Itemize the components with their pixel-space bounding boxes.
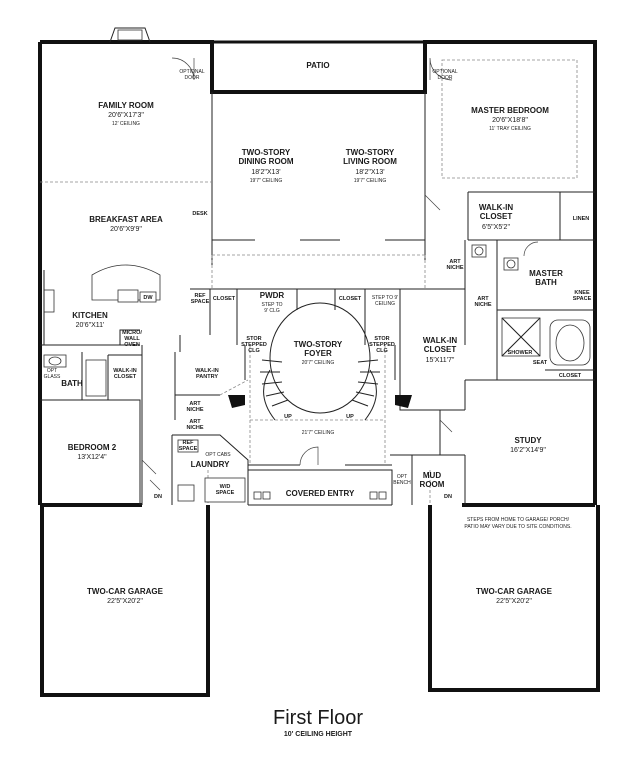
entry-pillars — [253, 491, 387, 500]
door-swings — [141, 57, 539, 491]
dining-room-dims: 18'2"X13' — [251, 169, 280, 176]
floor-title: First Floor — [273, 707, 363, 729]
study-dims: 16'2"X14'9" — [510, 447, 546, 454]
dn-left-note: DN — [154, 494, 162, 500]
desk-note: DESK — [192, 211, 207, 217]
living-room-note: 19'7" CEILING — [354, 178, 387, 184]
opt-cabs-note: OPT CABS — [205, 452, 231, 458]
closet-kitchen-note: CLOSET — [213, 296, 236, 302]
linen-note: LINEN — [573, 216, 590, 222]
walk-in-closet-large-dims: 15'X11'7" — [426, 357, 455, 364]
patio-label: PATIO — [306, 61, 329, 70]
garage-right-label: TWO-CAR GARAGE — [476, 587, 553, 596]
up-right-note: UP — [346, 414, 354, 420]
dn-right-note: DN — [444, 494, 452, 500]
garage-note: STEPS FROM HOME TO GARAGE/ PORCH/PATIO M… — [464, 517, 571, 530]
closet-master-note: CLOSET — [559, 373, 582, 379]
foyer-note: 20'7" CEILING — [302, 360, 335, 366]
foyer-ceiling-note: 21'7" CEILING — [302, 430, 335, 436]
garage-right-dims: 22'5"X20'2" — [496, 598, 532, 605]
dw-note: DW — [143, 295, 153, 301]
fireplace — [109, 27, 151, 43]
master-bedroom-label: MASTER BEDROOM — [471, 106, 549, 115]
laundry-fixtures — [177, 439, 246, 503]
walk-in-closet-small-dims: 6'5"X5'2" — [482, 224, 510, 231]
dining-room-note: 19'7" CEILING — [250, 178, 283, 184]
bedroom-2-dims: 13'X12'4" — [77, 454, 107, 461]
laundry-label: LAUNDRY — [191, 460, 230, 469]
bath-fixtures — [43, 244, 591, 397]
up-left-note: UP — [284, 414, 292, 420]
covered-entry-label: COVERED ENTRY — [286, 489, 355, 498]
kitchen-label: KITCHEN — [72, 311, 108, 320]
master-bedroom-dims: 20'6"X18'8" — [492, 117, 528, 124]
pwdr-note: PWDR — [260, 291, 285, 300]
kitchen-island — [43, 264, 161, 346]
family-room-label: FAMILY ROOM — [98, 101, 154, 110]
kitchen-dims: 20'6"X11' — [76, 322, 105, 329]
study-label: STUDY — [514, 436, 542, 445]
shower-note: SHOWER — [508, 350, 533, 356]
seat-note: SEAT — [533, 360, 548, 366]
family-room-note: 12' CEILING — [112, 121, 140, 127]
living-room-dims: 18'2"X13' — [355, 169, 384, 176]
garage-left-label: TWO-CAR GARAGE — [87, 587, 164, 596]
breakfast-area-label: BREAKFAST AREA — [89, 215, 163, 224]
closet-foyer-note: CLOSET — [339, 296, 362, 302]
step-to-ceiling-note: STEP TO 9'CEILING — [372, 295, 398, 307]
garage-left-dims: 22'5"X20'2" — [107, 598, 143, 605]
breakfast-area-dims: 20'6"X9'9" — [110, 226, 142, 233]
master-bedroom-note: 11' TRAY CEILING — [489, 126, 531, 132]
interior-walls — [40, 92, 595, 506]
room-labels: PATIO FAMILY ROOM 20'6"X17'3" 12' CEILIN… — [61, 61, 563, 605]
family-room-dims: 20'6"X17'3" — [108, 112, 144, 119]
bath-label: BATH — [61, 379, 83, 388]
bedroom-2-label: BEDROOM 2 — [68, 443, 117, 452]
stairs — [228, 302, 412, 421]
floor-subtitle: 10' CEILING HEIGHT — [284, 731, 353, 738]
